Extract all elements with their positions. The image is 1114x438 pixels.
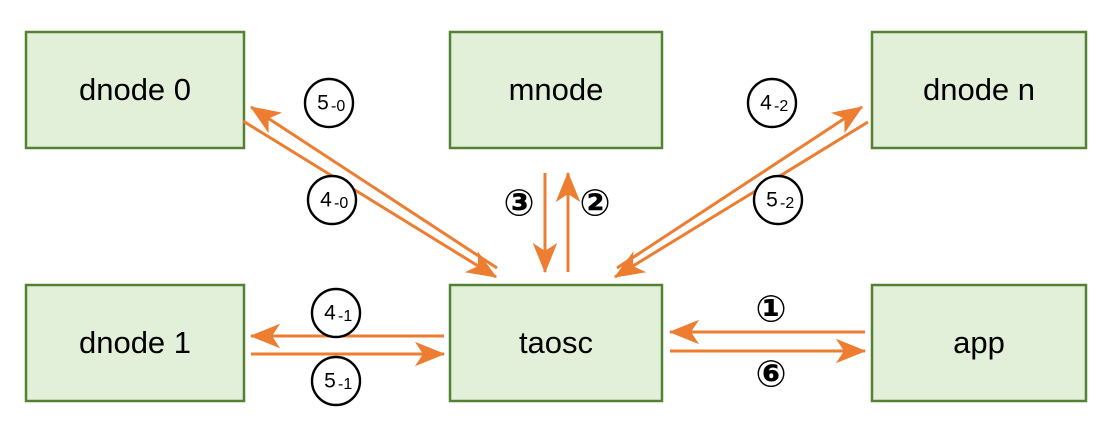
node-taosc[interactable]: taosc <box>448 283 664 403</box>
node-label-mnode: mnode <box>509 72 604 107</box>
edge-label-circle-4-1 <box>310 287 362 339</box>
node-label-taosc: taosc <box>519 325 593 360</box>
node-box-dnode-0[interactable] <box>24 30 246 150</box>
edge-label-text-4-1-main: 4 <box>324 302 336 325</box>
edge-label-text-4-1-sub: -1 <box>338 308 352 325</box>
edge-label-text-4-0-sub: -0 <box>334 195 348 212</box>
node-app[interactable]: app <box>870 283 1088 403</box>
node-label-dnode-n: dnode n <box>923 72 1035 107</box>
edge-label-circle-5-0 <box>303 77 355 129</box>
edge-label-circle-5-2 <box>752 174 804 226</box>
edge-label-text-5-2-sub: -2 <box>780 195 794 212</box>
edge-label-5-2: 5 -2 <box>752 174 804 226</box>
edge-label-1: ① <box>755 288 786 331</box>
node-label-dnode-1: dnode 1 <box>79 325 191 360</box>
edge-line-4-0 <box>242 119 498 279</box>
node-box-app[interactable] <box>870 283 1088 403</box>
node-box-dnode-1[interactable] <box>24 283 246 403</box>
edge-label-4-0: 4 -0 <box>306 174 358 226</box>
edge-line-4-2 <box>616 105 864 270</box>
edge-line-5-2 <box>613 120 869 279</box>
edge-label-circle-5-1 <box>310 355 362 407</box>
node-label-dnode-0: dnode 0 <box>79 72 191 107</box>
edge-label-text-2: ② <box>579 182 610 225</box>
edge-label-text-4-0-main: 4 <box>320 189 332 212</box>
edge-line-5-0 <box>249 105 498 270</box>
edge-label-2: ② <box>579 182 610 225</box>
edge-label-5-1: 5 -1 <box>310 355 362 407</box>
node-mnode[interactable]: mnode <box>448 30 664 150</box>
edge-label-text-4-2-sub: -2 <box>774 98 788 115</box>
node-box-taosc[interactable] <box>448 283 664 403</box>
edge-label-3: ③ <box>503 182 534 225</box>
edge-label-circle-4-0 <box>306 174 358 226</box>
edge-label-text-5-2-main: 5 <box>766 189 778 212</box>
edge-label-text-1: ① <box>755 288 786 331</box>
edge-label-text-5-0-main: 5 <box>317 92 329 115</box>
edge-label-4-1: 4 -1 <box>310 287 362 339</box>
node-label-app: app <box>953 325 1005 360</box>
node-dnode-0[interactable]: dnode 0 <box>24 30 246 150</box>
edge-label-text-5-1-sub: -1 <box>338 376 352 393</box>
edge-label-4-2: 4 -2 <box>746 77 798 129</box>
edge-label-text-5-0-sub: -0 <box>331 98 345 115</box>
edge-label-5-0: 5 -0 <box>303 77 355 129</box>
edge-label-text-5-1-main: 5 <box>324 370 336 393</box>
edge-label-6: ⑥ <box>755 353 786 396</box>
edge-label-text-4-2-main: 4 <box>760 92 772 115</box>
edge-label-text-6: ⑥ <box>755 353 786 396</box>
node-box-mnode[interactable] <box>448 30 664 150</box>
node-dnode-n[interactable]: dnode n <box>870 30 1088 150</box>
node-box-dnode-n[interactable] <box>870 30 1088 150</box>
node-dnode-1[interactable]: dnode 1 <box>24 283 246 403</box>
edge-label-circle-4-2 <box>746 77 798 129</box>
edge-label-text-3: ③ <box>503 182 534 225</box>
